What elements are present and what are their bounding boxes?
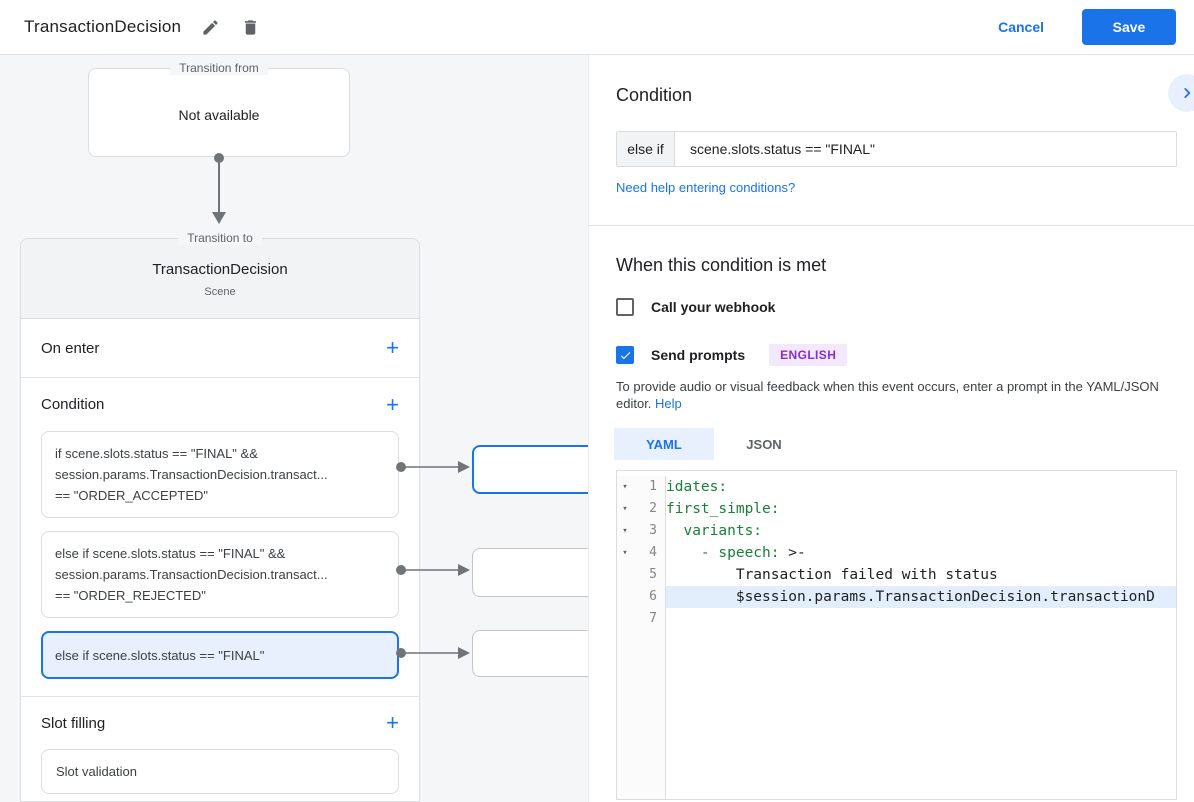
send-prompts-label[interactable]: Send prompts xyxy=(651,347,746,363)
code-text[interactable]: $session.params.TransactionDecision.tran… xyxy=(666,586,1176,608)
condition-section-label: Condition xyxy=(41,396,105,413)
line-number: 1 xyxy=(649,479,657,494)
trash-icon xyxy=(244,19,256,35)
line-number: 6 xyxy=(649,589,657,604)
code-text[interactable]: variants: xyxy=(666,523,763,539)
add-slot-button[interactable]: + xyxy=(386,710,399,735)
transition-target-box-1[interactable] xyxy=(472,445,602,494)
yaml-code-editor[interactable]: ▾ 1 idates: ▾ 2 first_simple: ▾ 3 variants:… xyxy=(616,470,1177,800)
flow-canvas: Transition from Not available xyxy=(0,55,602,802)
code-line-4: ▾ 4 - speech: >- xyxy=(617,542,1176,564)
tab-yaml[interactable]: YAML xyxy=(614,428,714,460)
condition-prefix-label: else if xyxy=(617,132,675,166)
code-line-1: ▾ 1 idates: xyxy=(617,476,1176,498)
transition-from-legend: Transition from xyxy=(170,61,268,75)
code-line-5: 5 Transaction failed with status xyxy=(617,564,1176,586)
fold-toggle-icon[interactable]: ▾ xyxy=(622,504,628,514)
condition-card-2[interactable]: else if scene.slots.status == "FINAL" &&… xyxy=(41,531,399,618)
transition-from-box: Transition from Not available xyxy=(88,61,350,157)
slot-filling-section-header: Slot filling + xyxy=(21,697,419,749)
transition-to-card: Transition to TransactionDecision Scene … xyxy=(20,231,420,802)
slot-validation-card[interactable]: Slot validation xyxy=(41,749,399,794)
delete-scene-button[interactable] xyxy=(233,10,267,44)
fold-toggle-icon[interactable] xyxy=(617,586,633,608)
gutter-tail xyxy=(617,630,1176,799)
line-number: 2 xyxy=(649,501,657,516)
code-text[interactable] xyxy=(666,608,1176,630)
save-button[interactable]: Save xyxy=(1082,9,1176,45)
code-line-3: ▾ 3 variants: xyxy=(617,520,1176,542)
panel-divider xyxy=(589,225,1194,226)
code-text[interactable]: - speech: >- xyxy=(666,545,806,561)
condition-card-3-selected[interactable]: else if scene.slots.status == "FINAL" xyxy=(41,631,399,679)
code-text[interactable]: first_simple: xyxy=(666,501,780,517)
condition-card-1[interactable]: if scene.slots.status == "FINAL" && sess… xyxy=(41,431,399,518)
condition-section-header: Condition + xyxy=(21,378,419,431)
condition-help-link[interactable]: Need help entering conditions? xyxy=(616,180,796,195)
prompt-help-link[interactable]: Help xyxy=(655,396,682,411)
prompt-description-text: To provide audio or visual feedback when… xyxy=(616,379,1159,411)
send-prompts-row: Send prompts ENGLISH xyxy=(616,344,1177,366)
fold-toggle-icon[interactable]: ▾ xyxy=(622,482,628,492)
panel-title: Condition xyxy=(616,85,693,105)
fold-toggle-icon[interactable] xyxy=(617,608,633,630)
scene-name: TransactionDecision xyxy=(152,261,288,278)
fold-toggle-icon[interactable]: ▾ xyxy=(622,526,628,536)
condition-card-list: if scene.slots.status == "FINAL" && sess… xyxy=(21,431,419,679)
condition-help-row: Need help entering conditions? xyxy=(616,179,1177,197)
editor-format-tabs: YAML JSON xyxy=(614,428,1177,460)
fold-toggle-icon[interactable] xyxy=(617,564,633,586)
call-webhook-checkbox[interactable] xyxy=(616,298,634,316)
tab-json[interactable]: JSON xyxy=(714,428,814,460)
on-enter-label: On enter xyxy=(41,339,100,357)
when-condition-met-title: When this condition is met xyxy=(616,255,827,275)
page-title: TransactionDecision xyxy=(24,17,182,36)
cancel-button[interactable]: Cancel xyxy=(998,19,1044,35)
line-number: 3 xyxy=(649,523,657,538)
fold-toggle-icon[interactable]: ▾ xyxy=(622,548,628,558)
slot-filling-label: Slot filling xyxy=(41,714,106,732)
code-text[interactable]: Transaction failed with status xyxy=(666,567,998,583)
transition-target-box-3[interactable] xyxy=(472,630,602,677)
code-line-2: ▾ 2 first_simple: xyxy=(617,498,1176,520)
add-on-enter-button[interactable]: + xyxy=(386,335,399,360)
line-number: 7 xyxy=(649,611,657,626)
call-webhook-row: Call your webhook xyxy=(616,298,1177,316)
scene-type-label: Scene xyxy=(204,286,236,298)
line-number: 4 xyxy=(649,545,657,560)
call-webhook-label[interactable]: Call your webhook xyxy=(651,299,776,315)
transition-to-legend: Transition to xyxy=(178,231,262,245)
transition-from-value: Not available xyxy=(178,107,260,123)
section-divider xyxy=(21,696,419,697)
scene-header: TransactionDecision Scene xyxy=(21,239,419,319)
on-enter-section: On enter + xyxy=(21,319,419,378)
language-badge: ENGLISH xyxy=(769,344,848,366)
pencil-icon xyxy=(203,19,218,35)
edit-title-button[interactable] xyxy=(193,10,227,44)
code-line-7: 7 xyxy=(617,608,1176,630)
prompt-description: To provide audio or visual feedback when… xyxy=(616,378,1177,412)
chevron-right-icon xyxy=(1184,88,1191,98)
check-icon xyxy=(620,351,630,359)
code-line-6-highlighted: 6 $session.params.TransactionDecision.tr… xyxy=(617,586,1176,608)
send-prompts-checkbox[interactable] xyxy=(616,346,634,364)
condition-expression-input[interactable] xyxy=(675,132,1176,166)
add-condition-button[interactable]: + xyxy=(386,391,399,417)
condition-detail-panel: Condition else if Need help entering con… xyxy=(588,55,1194,802)
collapse-panel-button[interactable] xyxy=(1168,74,1194,112)
top-bar: TransactionDecision Cancel Save xyxy=(0,0,1194,55)
condition-expression-row: else if xyxy=(616,131,1177,167)
transition-target-box-2[interactable] xyxy=(472,548,602,597)
line-number: 5 xyxy=(649,567,657,582)
code-text[interactable]: idates: xyxy=(666,479,728,495)
